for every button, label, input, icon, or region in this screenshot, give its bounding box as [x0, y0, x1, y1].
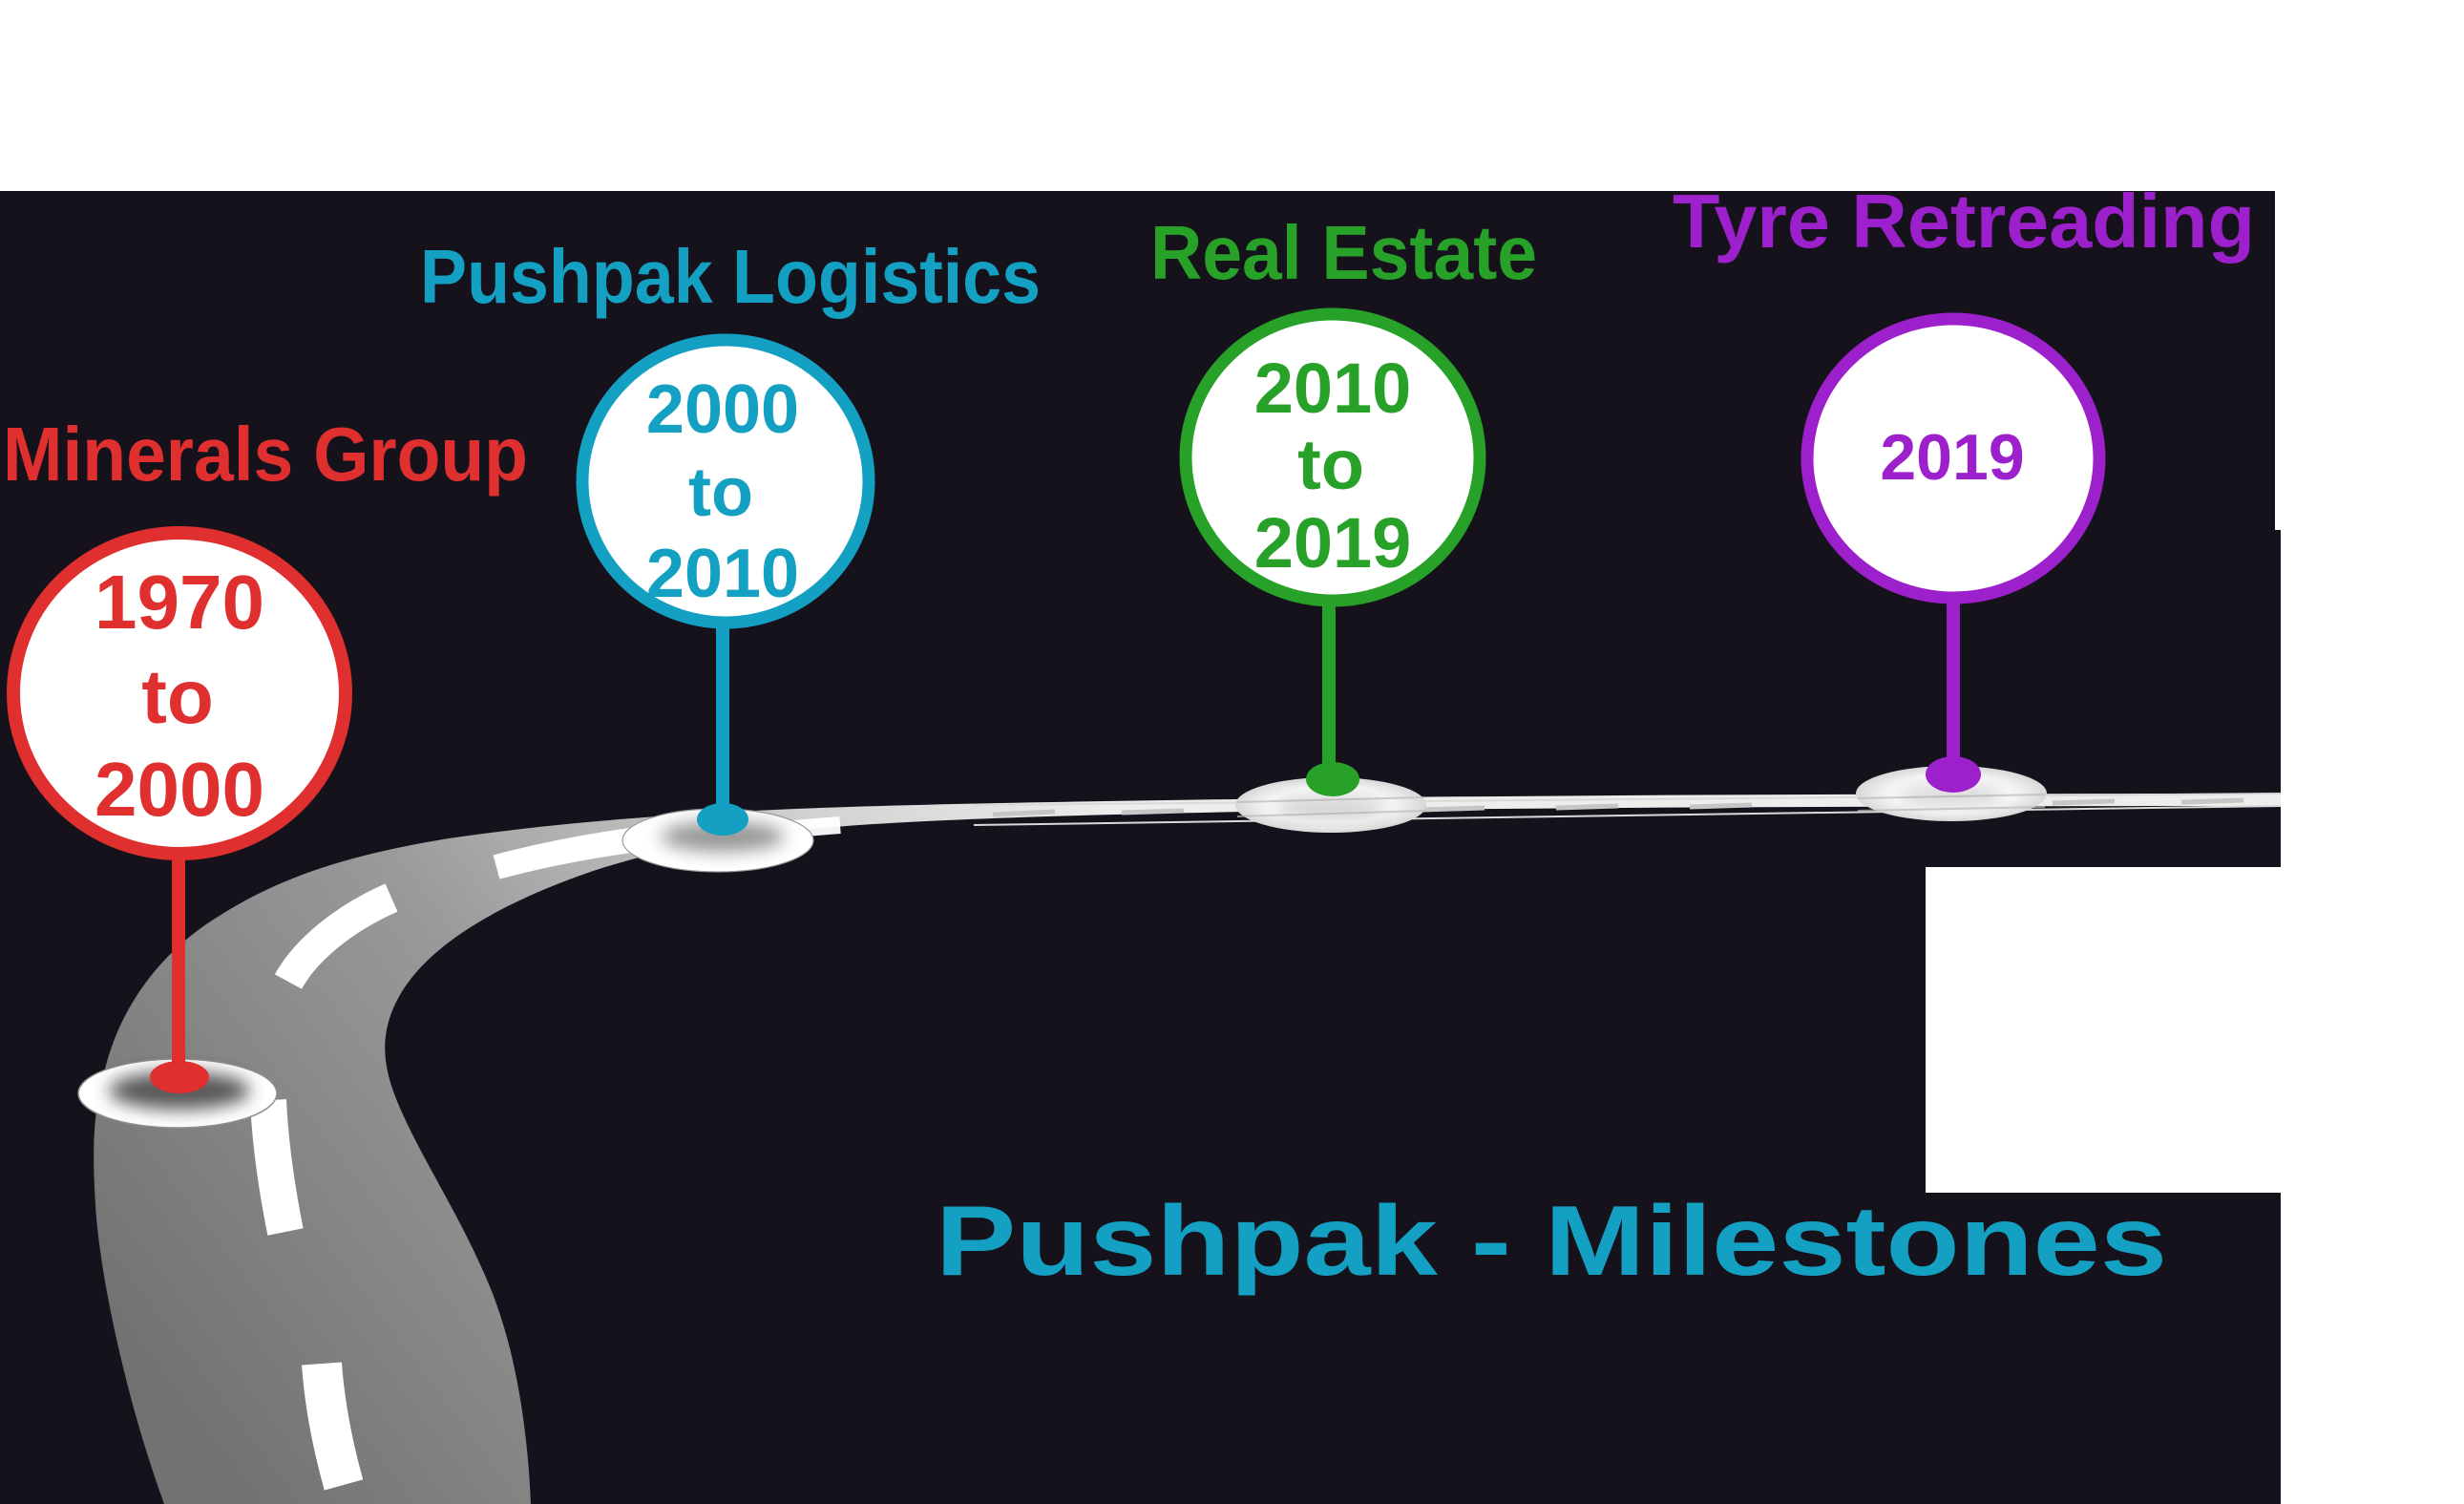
milestone-period-line: 1970: [95, 560, 264, 645]
white-cutout: [1926, 867, 2281, 1193]
milestone-pushpak-logistics: 2000 to 2010 Pushpak Logistics: [420, 234, 1041, 873]
road-strip-tick: [1689, 802, 1753, 810]
milestone-marker-circle: [576, 333, 875, 629]
milestone-marker-circle: [7, 526, 352, 860]
road-center-dash: [302, 1362, 364, 1491]
milestone-period-line: 2019: [1254, 503, 1412, 583]
road-strip-tick: [2052, 798, 2116, 806]
milestone-ground-smudge: [1899, 787, 2004, 804]
road-strip-tick: [2180, 797, 2244, 805]
road-strip-tick: [1422, 805, 1485, 813]
milestone-label: Pushpak Logistics: [420, 234, 1041, 319]
milestone-period-line: 2010: [1254, 349, 1412, 428]
road-strip-tick: [1555, 803, 1619, 811]
milestone-road-dot: [1926, 756, 1981, 793]
road-strip-tick: [992, 809, 1056, 817]
milestone-label: Minerals Group: [3, 412, 528, 497]
milestone-real-estate: 2010 to 2019 Real Estate: [1150, 210, 1537, 833]
road-center-dash: [274, 883, 398, 990]
page-title: Pushpak - Milestones: [936, 1186, 2167, 1297]
milestone-ground-smudge: [1275, 798, 1386, 817]
milestone-label: Real Estate: [1150, 210, 1537, 295]
road-strip-top-edge: [973, 793, 2282, 806]
milestone-period-line: 2000: [646, 371, 799, 448]
milestone-ground-smudge: [661, 821, 785, 852]
milestone-period-line: to: [141, 654, 214, 739]
road-center-dash: [493, 827, 640, 879]
milestone-road-dot: [697, 803, 748, 836]
road: [94, 793, 2282, 1504]
milestone-road-dot: [150, 1061, 209, 1093]
milestone-label: Tyre Retreading: [1673, 179, 2255, 264]
milestone-marker-circle: [1801, 312, 2106, 604]
road-strip-bottom-edge: [973, 805, 2282, 826]
milestone-road-dot: [1306, 762, 1359, 796]
milestone-period-line: to: [1297, 425, 1364, 504]
road-strip-tick: [1121, 808, 1185, 816]
milestone-tyre-retreading: 2019 Tyre Retreading: [1673, 179, 2255, 821]
milestone-period-line: to: [688, 455, 753, 531]
milestone-period-line: 2010: [646, 536, 799, 612]
road-center-dashes: [250, 816, 841, 1491]
road-center-dash: [250, 1099, 304, 1236]
milestone-period-line: 2019: [1880, 421, 2024, 494]
milestone-marker-circle: [1179, 307, 1486, 607]
milestone-period-line: 2000: [95, 747, 264, 832]
milestone-minerals-group: 1970 to 2000 Minerals Group: [3, 412, 528, 1129]
